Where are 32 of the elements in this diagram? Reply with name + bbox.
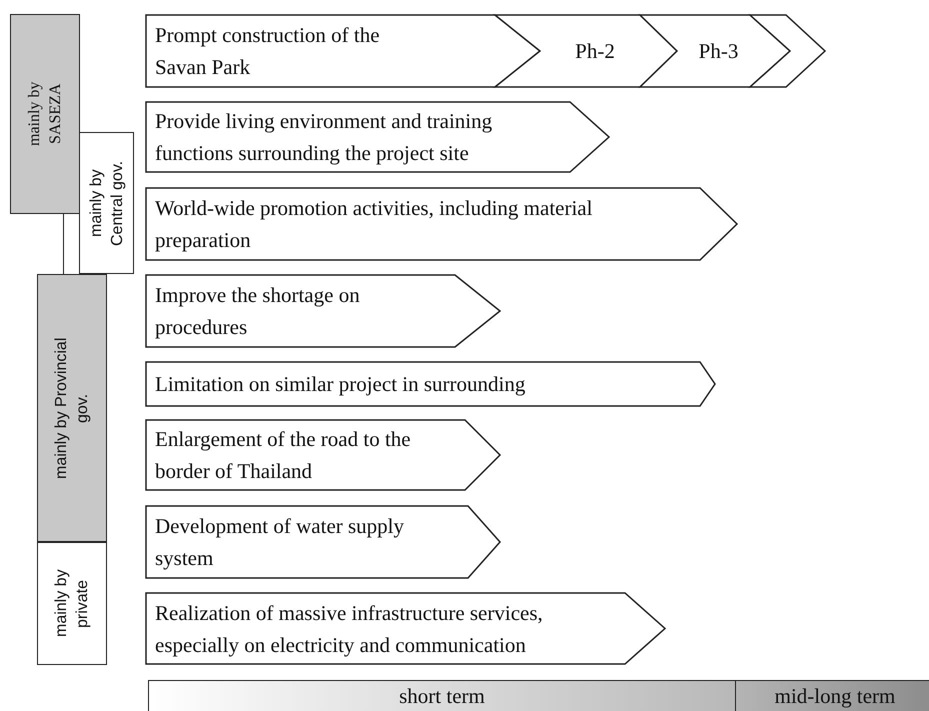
actor-bar: [37, 274, 107, 542]
task-text: World-wide promotion activities, including material preparation: [155, 195, 594, 254]
phase-banner: [146, 506, 500, 578]
term-label: short term: [399, 683, 485, 710]
phase-banner: [146, 275, 500, 347]
task-text: Prompt construction of the Savan Park: [155, 22, 381, 81]
actor-bar: [10, 14, 80, 214]
phase-banner: [640, 15, 790, 87]
phase-banner: [146, 420, 500, 490]
phase-banner: [495, 15, 677, 87]
task-text: Ph-3: [698, 38, 740, 65]
actor-bar: [37, 542, 107, 665]
actor-label: mainly by Provincial gov.: [52, 336, 92, 481]
task-text: Improve the shortage on procedures: [155, 282, 361, 341]
term-label: mid-long term: [774, 683, 896, 710]
actor-label: mainly by private: [52, 568, 92, 640]
phase-banner: [750, 15, 825, 87]
actor-label: mainly by Central gov.: [86, 159, 126, 248]
phase-banner: [146, 362, 715, 406]
actor-bar: [79, 132, 134, 274]
timeline-bar: [148, 680, 736, 711]
timeline-bar: [735, 680, 929, 711]
actor-label: mainly by SASEZA: [25, 80, 65, 148]
task-text: Enlargement of the road to the border of Thailand: [155, 426, 412, 485]
phase-banner: [146, 593, 665, 664]
task-text: Development of water supply system: [155, 513, 406, 572]
task-text: Ph-2: [574, 38, 616, 65]
phase-banner: [146, 188, 737, 260]
task-text: Provide living environment and training functions surrounding the project site: [155, 108, 494, 167]
task-text: Realization of massive infrastructure services, especially on electricity and communication: [155, 600, 544, 659]
task-text: Limitation on similar project in surrounding: [155, 371, 526, 398]
phase-banner: [146, 102, 609, 172]
